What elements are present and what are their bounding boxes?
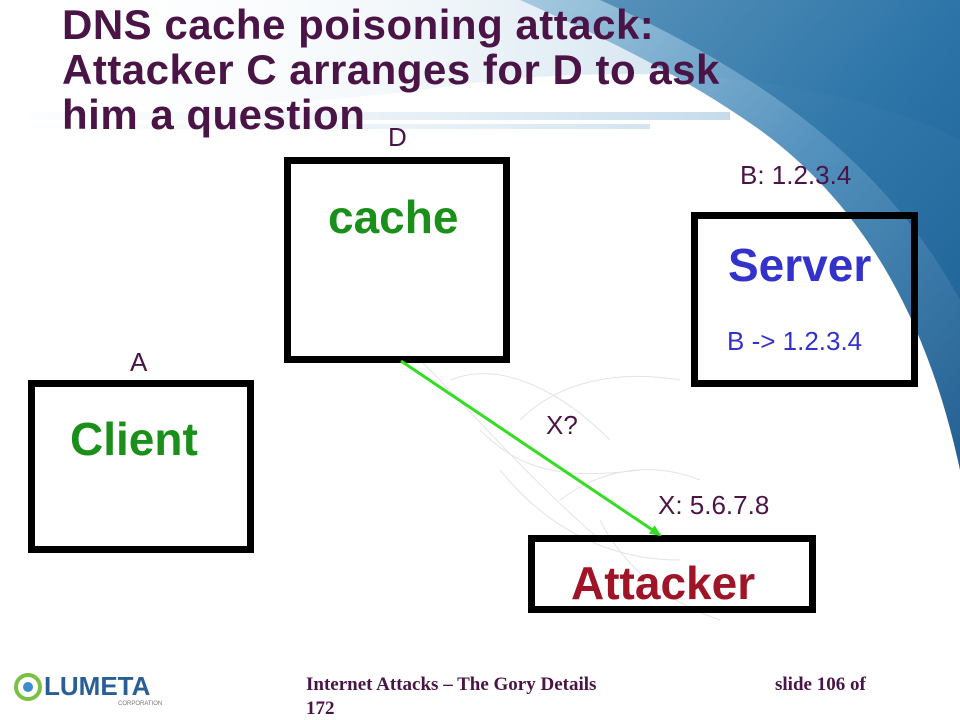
server-address-label: B: 1.2.3.4 <box>740 160 852 190</box>
client-box <box>28 380 254 553</box>
server-box <box>691 212 918 387</box>
slide-number-total: 172 <box>306 698 335 719</box>
server-record: B -> 1.2.3.4 <box>727 326 863 356</box>
title-line-3: him a question <box>62 91 366 138</box>
attacker-label: Attacker <box>571 557 756 609</box>
slide-title: DNS cache poisoning attack: Attacker C a… <box>62 2 922 137</box>
logo-wordmark: LUMETA <box>44 671 151 701</box>
attacker-address-label: X: 5.6.7.8 <box>658 490 770 520</box>
title-line-2: Attacker C arranges for D to ask <box>62 46 720 93</box>
query-label: X? <box>546 410 578 440</box>
server-label: Server <box>728 239 872 291</box>
title-line-1: DNS cache poisoning attack: <box>62 1 655 48</box>
attacker-box <box>528 535 816 613</box>
node-d-label: D <box>388 122 407 152</box>
cache-label: cache <box>328 191 459 243</box>
cache-box <box>284 157 510 363</box>
presentation-title: Internet Attacks – The Gory Details <box>306 674 597 695</box>
client-label: Client <box>70 413 198 465</box>
logo-mark-icon <box>14 673 42 701</box>
lumeta-logo: LUMETA CORPORATION <box>14 671 162 707</box>
node-a-label: A <box>130 347 148 377</box>
slide-number: slide 106 of <box>775 674 866 695</box>
logo-subtext: CORPORATION <box>118 701 162 707</box>
